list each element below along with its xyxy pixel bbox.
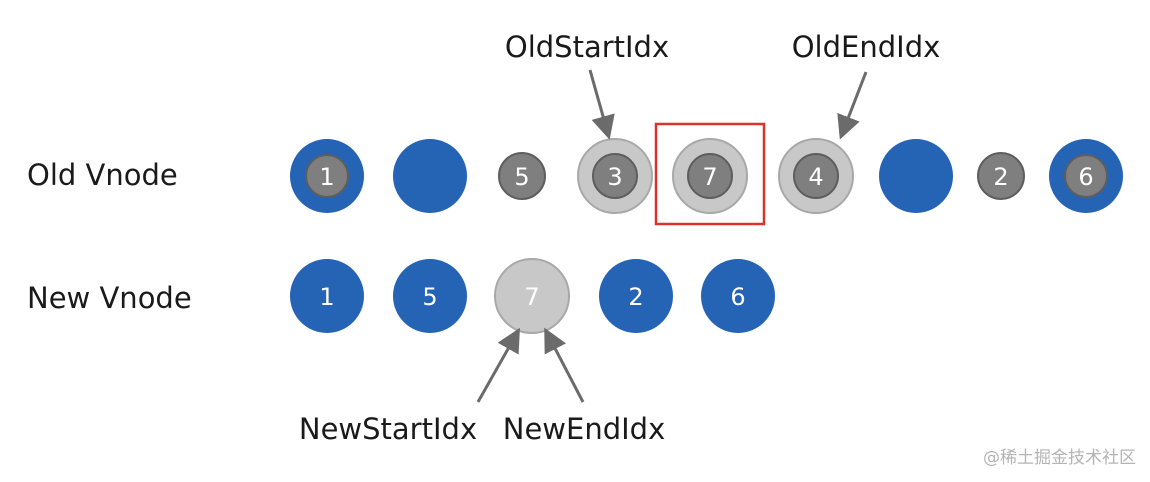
node-circle bbox=[701, 259, 775, 333]
new-end-idx-label: NewEndIdx bbox=[502, 412, 666, 446]
node-circle bbox=[494, 258, 570, 334]
new-node-5: 6 bbox=[701, 259, 775, 333]
pointer-arrows bbox=[476, 69, 868, 403]
node-label: 1 bbox=[319, 283, 334, 311]
node-label: 6 bbox=[1078, 163, 1093, 191]
node-label: 2 bbox=[628, 283, 643, 311]
old-start-idx-label: OldStartIdx bbox=[504, 30, 670, 64]
old-end-idx-label: OldEndIdx bbox=[791, 30, 941, 64]
old-node-5: 7 bbox=[672, 138, 748, 214]
old-end-arrow bbox=[837, 71, 868, 140]
node-inner bbox=[687, 153, 733, 199]
node-circle bbox=[290, 259, 364, 333]
node-label: 5 bbox=[514, 163, 529, 191]
new-node-1: 1 bbox=[290, 259, 364, 333]
old-node-1: 1 bbox=[290, 139, 364, 213]
old-node-9: 6 bbox=[1049, 139, 1123, 213]
old-start-arrow bbox=[588, 69, 615, 140]
node-circle bbox=[393, 259, 467, 333]
new-node-2: 5 bbox=[393, 259, 467, 333]
node-label: 6 bbox=[730, 283, 745, 311]
old-node-2 bbox=[393, 139, 467, 213]
watermark: @稀土掘金技术社区 bbox=[983, 448, 1136, 468]
node-circle bbox=[498, 152, 546, 200]
node-label: 5 bbox=[422, 283, 437, 311]
node-circle bbox=[393, 139, 467, 213]
new-vnode-row: 1 5 7 2 6 bbox=[290, 258, 775, 334]
node-circle bbox=[879, 139, 953, 213]
old-vnode-row: 1 5 3 7 4 2 6 bbox=[290, 122, 1123, 226]
node-circle bbox=[977, 152, 1025, 200]
old-vnode-label: Old Vnode bbox=[27, 158, 178, 192]
node-label: 3 bbox=[607, 163, 622, 191]
highlight-box bbox=[654, 122, 766, 226]
new-node-3: 7 bbox=[494, 258, 570, 334]
node-inner bbox=[793, 153, 839, 199]
old-node-4: 3 bbox=[577, 138, 653, 214]
old-node-8: 2 bbox=[977, 152, 1025, 200]
new-end-arrow bbox=[544, 327, 585, 403]
node-circle bbox=[599, 259, 673, 333]
new-vnode-label: New Vnode bbox=[27, 281, 192, 315]
new-node-4: 2 bbox=[599, 259, 673, 333]
new-start-arrow bbox=[476, 327, 520, 403]
node-inner bbox=[592, 153, 638, 199]
node-inner bbox=[1064, 154, 1108, 198]
node-label: 2 bbox=[993, 163, 1008, 191]
old-node-7 bbox=[879, 139, 953, 213]
node-label: 7 bbox=[524, 283, 539, 311]
old-node-6: 4 bbox=[778, 138, 854, 214]
node-label: 7 bbox=[702, 163, 717, 191]
old-node-3: 5 bbox=[498, 152, 546, 200]
new-start-idx-label: NewStartIdx bbox=[298, 412, 478, 446]
node-label: 1 bbox=[319, 163, 334, 191]
node-inner bbox=[305, 154, 349, 198]
node-label: 4 bbox=[808, 163, 823, 191]
